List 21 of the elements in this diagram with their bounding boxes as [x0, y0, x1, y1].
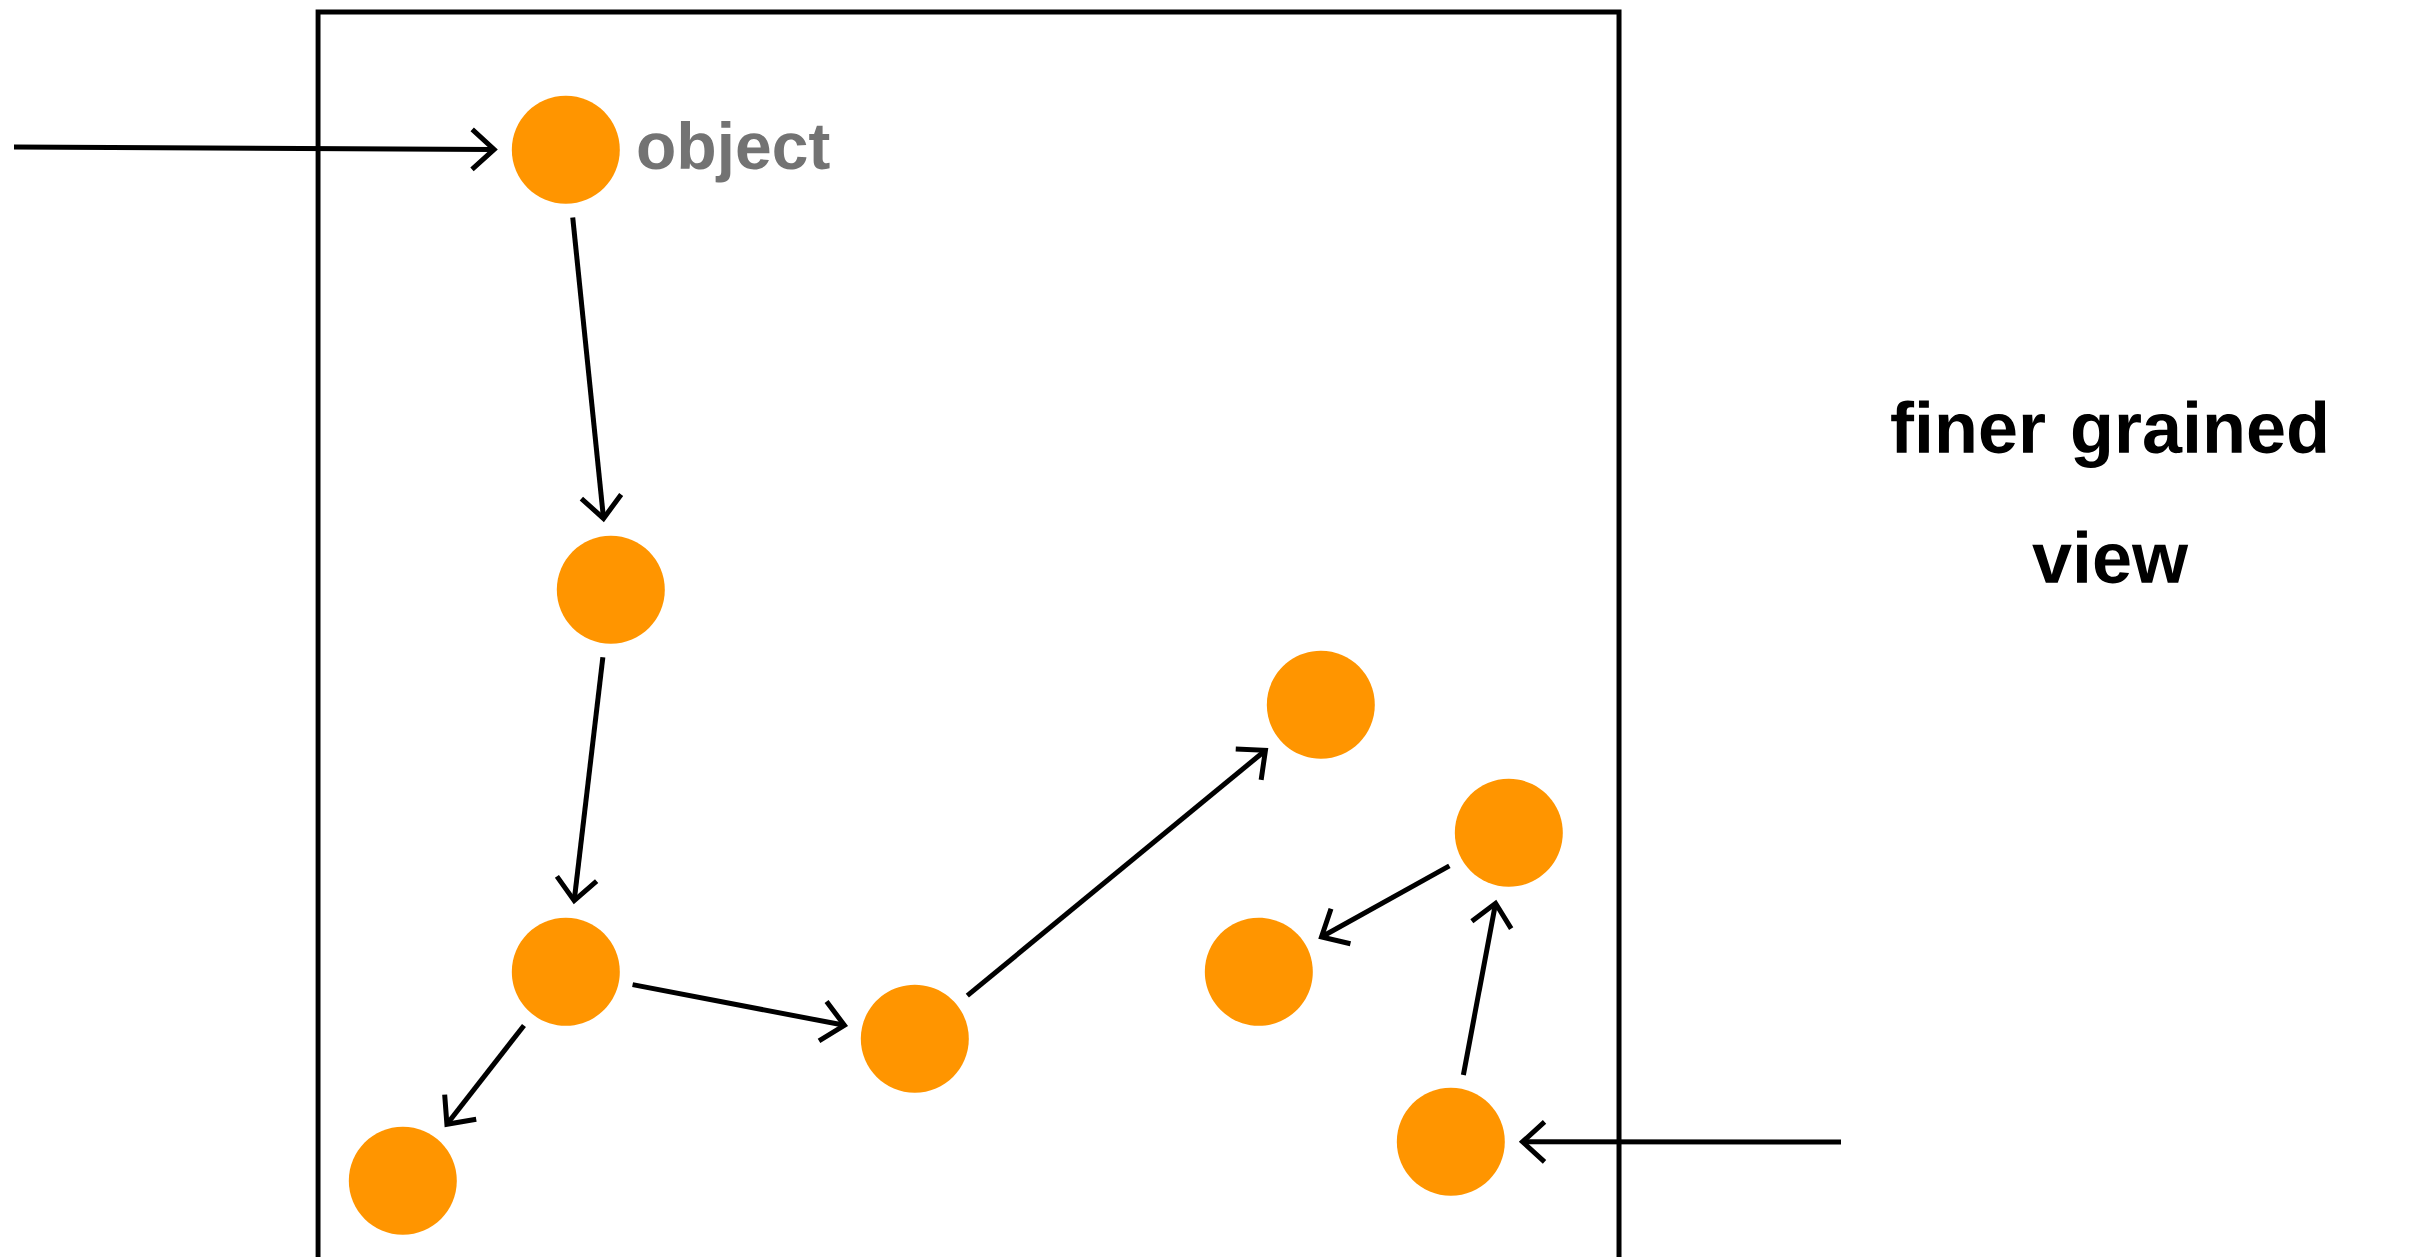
circle [556, 535, 665, 644]
circle [860, 984, 969, 1093]
arrow [570, 217, 624, 523]
circle [1454, 778, 1563, 887]
arrow [965, 746, 1269, 998]
circle [348, 1126, 457, 1235]
arrow [1518, 1120, 1841, 1164]
circle [511, 917, 620, 1026]
circle [511, 95, 620, 204]
arrow [1318, 863, 1451, 947]
arrow [14, 127, 498, 172]
circle [1266, 650, 1375, 759]
title-label: finer grained view [1891, 400, 2326, 584]
circle [1204, 917, 1313, 1026]
frame-box [315, 9, 1622, 1257]
arrow [1460, 899, 1514, 1076]
arrow [632, 982, 849, 1043]
arrow [442, 1023, 526, 1128]
arrow [554, 657, 606, 905]
circle [1396, 1087, 1505, 1196]
object-label: object [638, 121, 830, 183]
